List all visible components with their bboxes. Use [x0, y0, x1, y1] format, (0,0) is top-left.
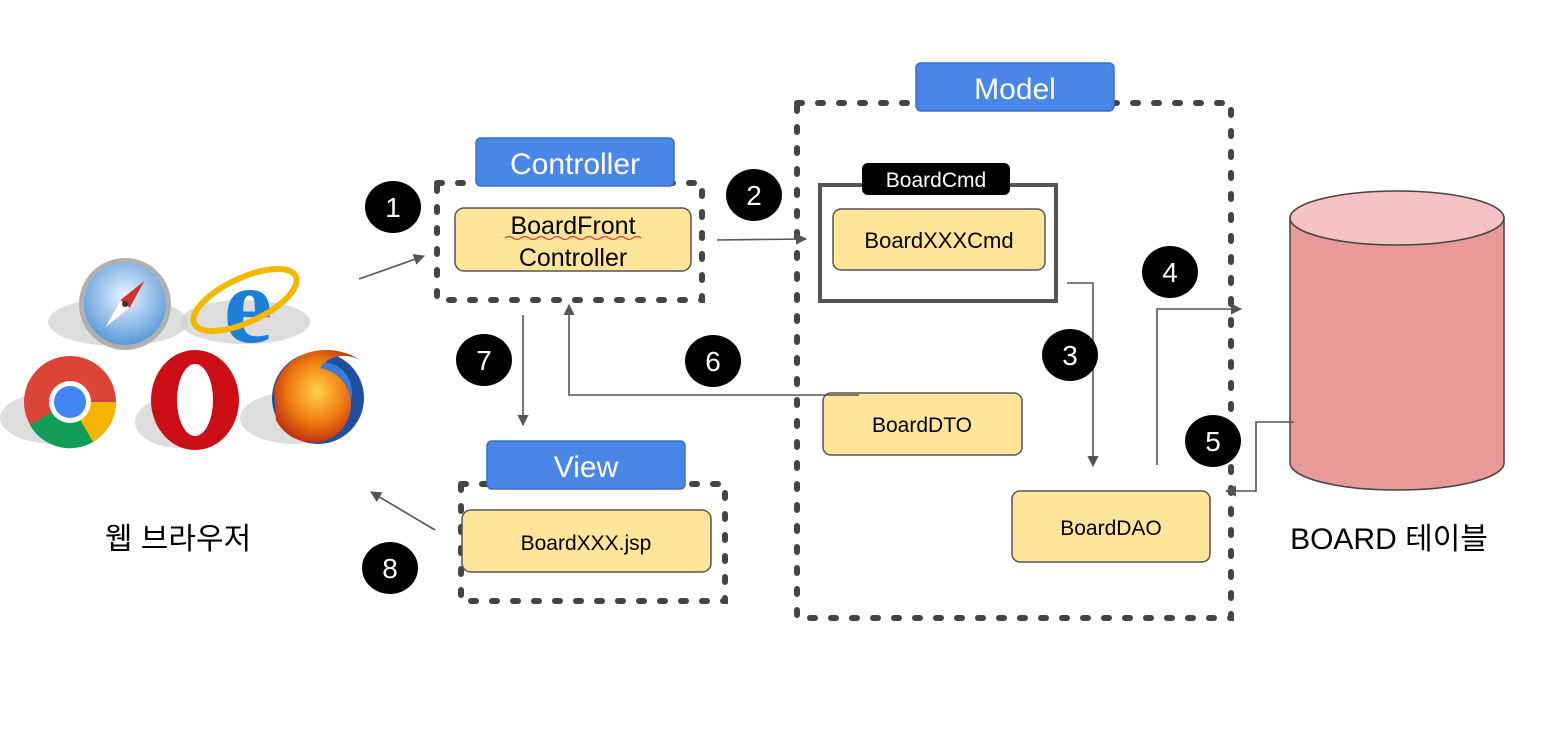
arrow-view-to-browser [370, 491, 436, 531]
svg-text:e: e [224, 244, 273, 366]
model-header [915, 62, 1115, 112]
view-header-label: View [554, 451, 619, 484]
step-badge-8: 8 [362, 542, 418, 594]
board-dao-label: BoardDAO [1060, 517, 1162, 540]
model-header-label: Model [974, 73, 1056, 106]
board-dao-box [1011, 490, 1211, 563]
board-xxx-cmd-label: BoardXXXCmd [864, 228, 1013, 253]
arrow-cmd-to-dao [1067, 282, 1099, 468]
arrow-dto-to-controller [563, 303, 859, 396]
board-cmd-tag [862, 163, 1010, 195]
firefox-icon [272, 350, 364, 444]
internet-explorer-icon: e [190, 244, 300, 366]
step-badge-5-label: 5 [1205, 426, 1221, 457]
board-front-controller-line2: Controller [519, 244, 627, 272]
board-front-controller-box [454, 207, 692, 272]
step-badge-3: 3 [1042, 329, 1098, 381]
arrow-dao-to-table [1156, 303, 1243, 465]
step-badge-2: 2 [726, 169, 782, 221]
browser-icons: e [0, 244, 364, 450]
chrome-icon [24, 356, 117, 449]
arrow-controller-to-cmd [716, 233, 808, 245]
board-xxx-cmd-box [832, 208, 1046, 271]
view-header [486, 440, 686, 490]
step-badge-6-label: 6 [705, 346, 721, 377]
step-badge-3-label: 3 [1062, 340, 1078, 371]
step-badge-1-label: 1 [385, 192, 401, 223]
board-table-cylinder [1289, 190, 1505, 491]
step-badge-5: 5 [1185, 415, 1241, 467]
controller-header [475, 137, 675, 187]
board-dto-box [822, 392, 1023, 456]
controller-header-label: Controller [510, 148, 640, 181]
step-badge-4: 4 [1142, 246, 1198, 298]
step-badge-6: 6 [685, 335, 741, 387]
step-badge-7: 7 [456, 334, 512, 386]
opera-icon [151, 350, 239, 450]
safari-icon [79, 258, 171, 350]
board-front-controller-line1: BoardFront [510, 212, 635, 240]
database-label: BOARD 테이블 [1290, 523, 1488, 556]
spellcheck-underline [504, 235, 642, 241]
board-xxx-jsp-box [461, 509, 712, 573]
browser-label: 웹 브라우저 [105, 523, 251, 556]
arrow-table-to-dao [1224, 421, 1294, 497]
board-xxx-jsp-label: BoardXXX.jsp [521, 532, 652, 555]
board-dto-label: BoardDTO [872, 414, 972, 437]
step-badge-2-label: 2 [746, 180, 762, 211]
step-badge-8-label: 8 [382, 553, 398, 584]
board-cmd-tag-label: BoardCmd [886, 169, 986, 192]
step-badge-4-label: 4 [1162, 257, 1178, 288]
step-badge-1: 1 [365, 181, 421, 233]
step-badge-7-label: 7 [476, 345, 492, 376]
arrow-browser-to-controller [358, 254, 426, 280]
